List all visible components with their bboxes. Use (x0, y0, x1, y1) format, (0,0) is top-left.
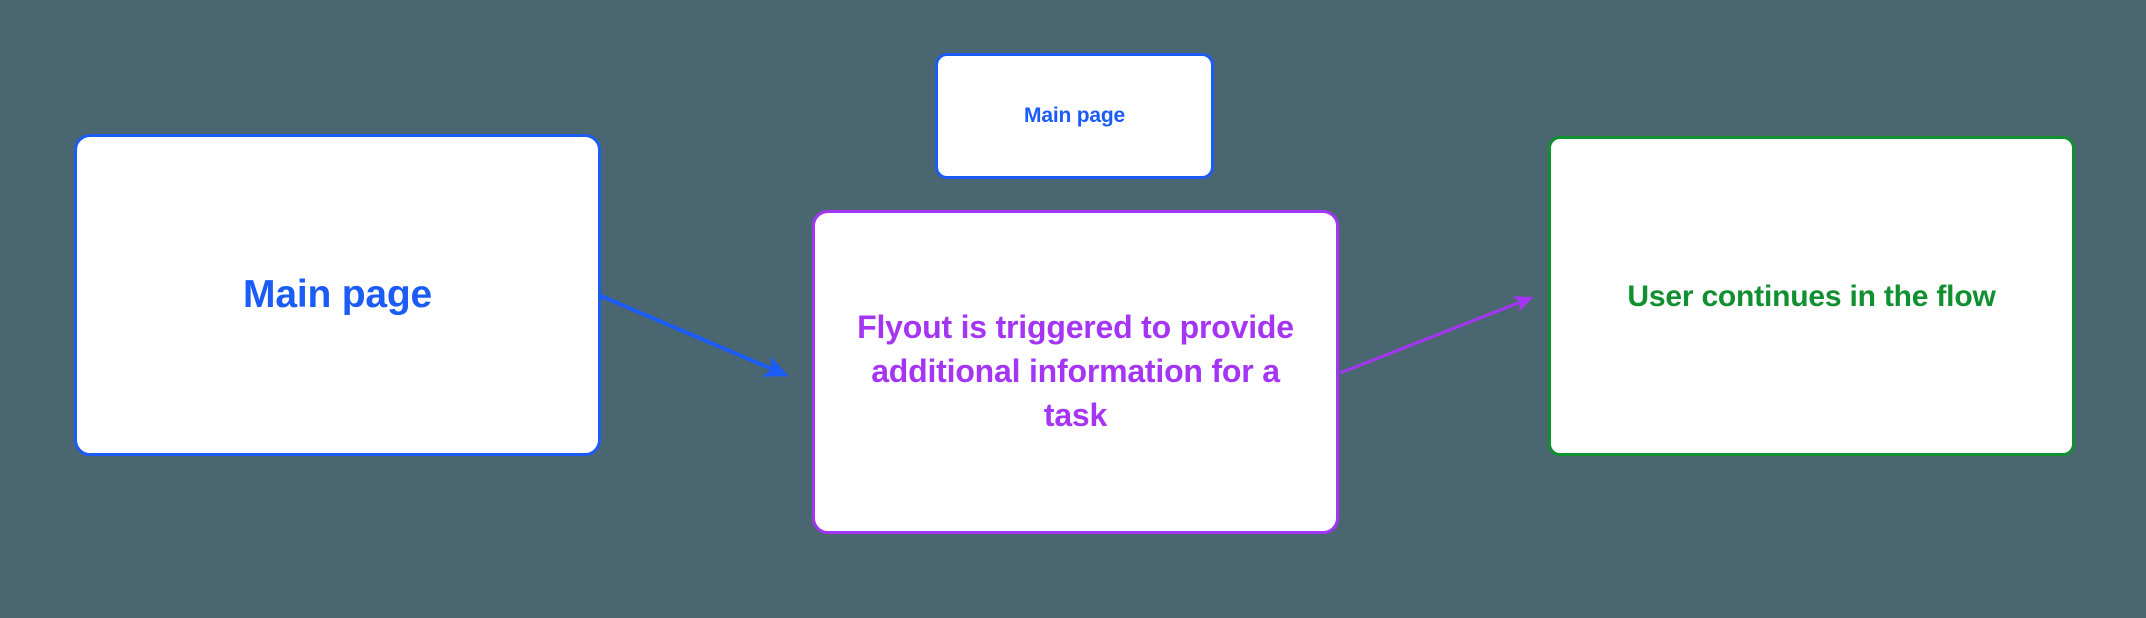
node-main-page-small[interactable]: Main page (935, 53, 1214, 179)
node-main-page[interactable]: Main page (74, 134, 601, 456)
node-user-continues-label: User continues in the flow (1627, 279, 1996, 313)
node-main-page-label: Main page (243, 272, 432, 316)
arrow-main-page-to-flyout (600, 294, 789, 377)
node-flyout-label: Flyout is triggered to provide additiona… (857, 309, 1294, 433)
node-main-page-small-label: Main page (1024, 103, 1125, 127)
arrow-flyout-to-continues (1339, 296, 1534, 375)
node-flyout[interactable]: Flyout is triggered to provide additiona… (812, 210, 1339, 534)
node-user-continues[interactable]: User continues in the flow (1548, 136, 2075, 456)
